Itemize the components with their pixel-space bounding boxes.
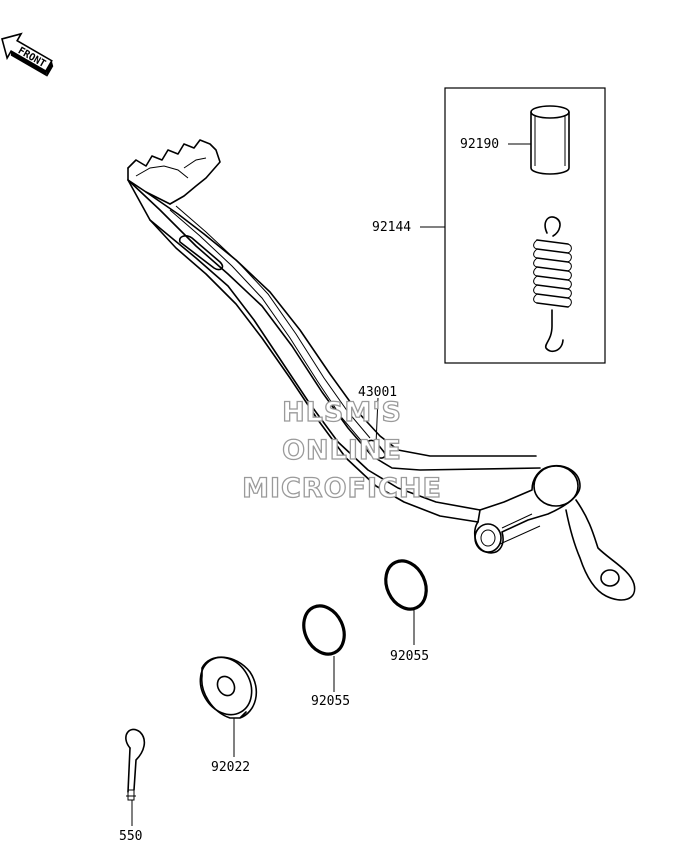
o-ring-upper (384, 559, 428, 611)
part-label-92144: 92144 (372, 220, 411, 235)
o-ring-lower (302, 604, 346, 656)
part-label-92022: 92022 (211, 760, 250, 775)
watermark-line-1: HLSM'S (282, 397, 402, 428)
watermark: HLSM'S ONLINE MICROFICHE (241, 396, 442, 504)
watermark-line-2: ONLINE (282, 435, 402, 466)
kit-box (444, 87, 606, 364)
part-label-92190: 92190 (460, 137, 499, 152)
cotter-pin (125, 728, 146, 801)
washer (199, 656, 258, 719)
part-label-550: 550 (119, 829, 142, 844)
bushing-collar (530, 105, 570, 175)
leader-lines (131, 143, 531, 826)
part-label-92055-upper: 92055 (390, 649, 429, 664)
part-label-92055-lower: 92055 (311, 694, 350, 709)
return-spring (533, 216, 572, 353)
watermark-line-3: MICROFICHE (242, 473, 442, 504)
brake-pedal (127, 139, 636, 601)
front-arrow-icon: FRONT (1, 32, 54, 77)
part-label-43001: 43001 (358, 385, 397, 400)
